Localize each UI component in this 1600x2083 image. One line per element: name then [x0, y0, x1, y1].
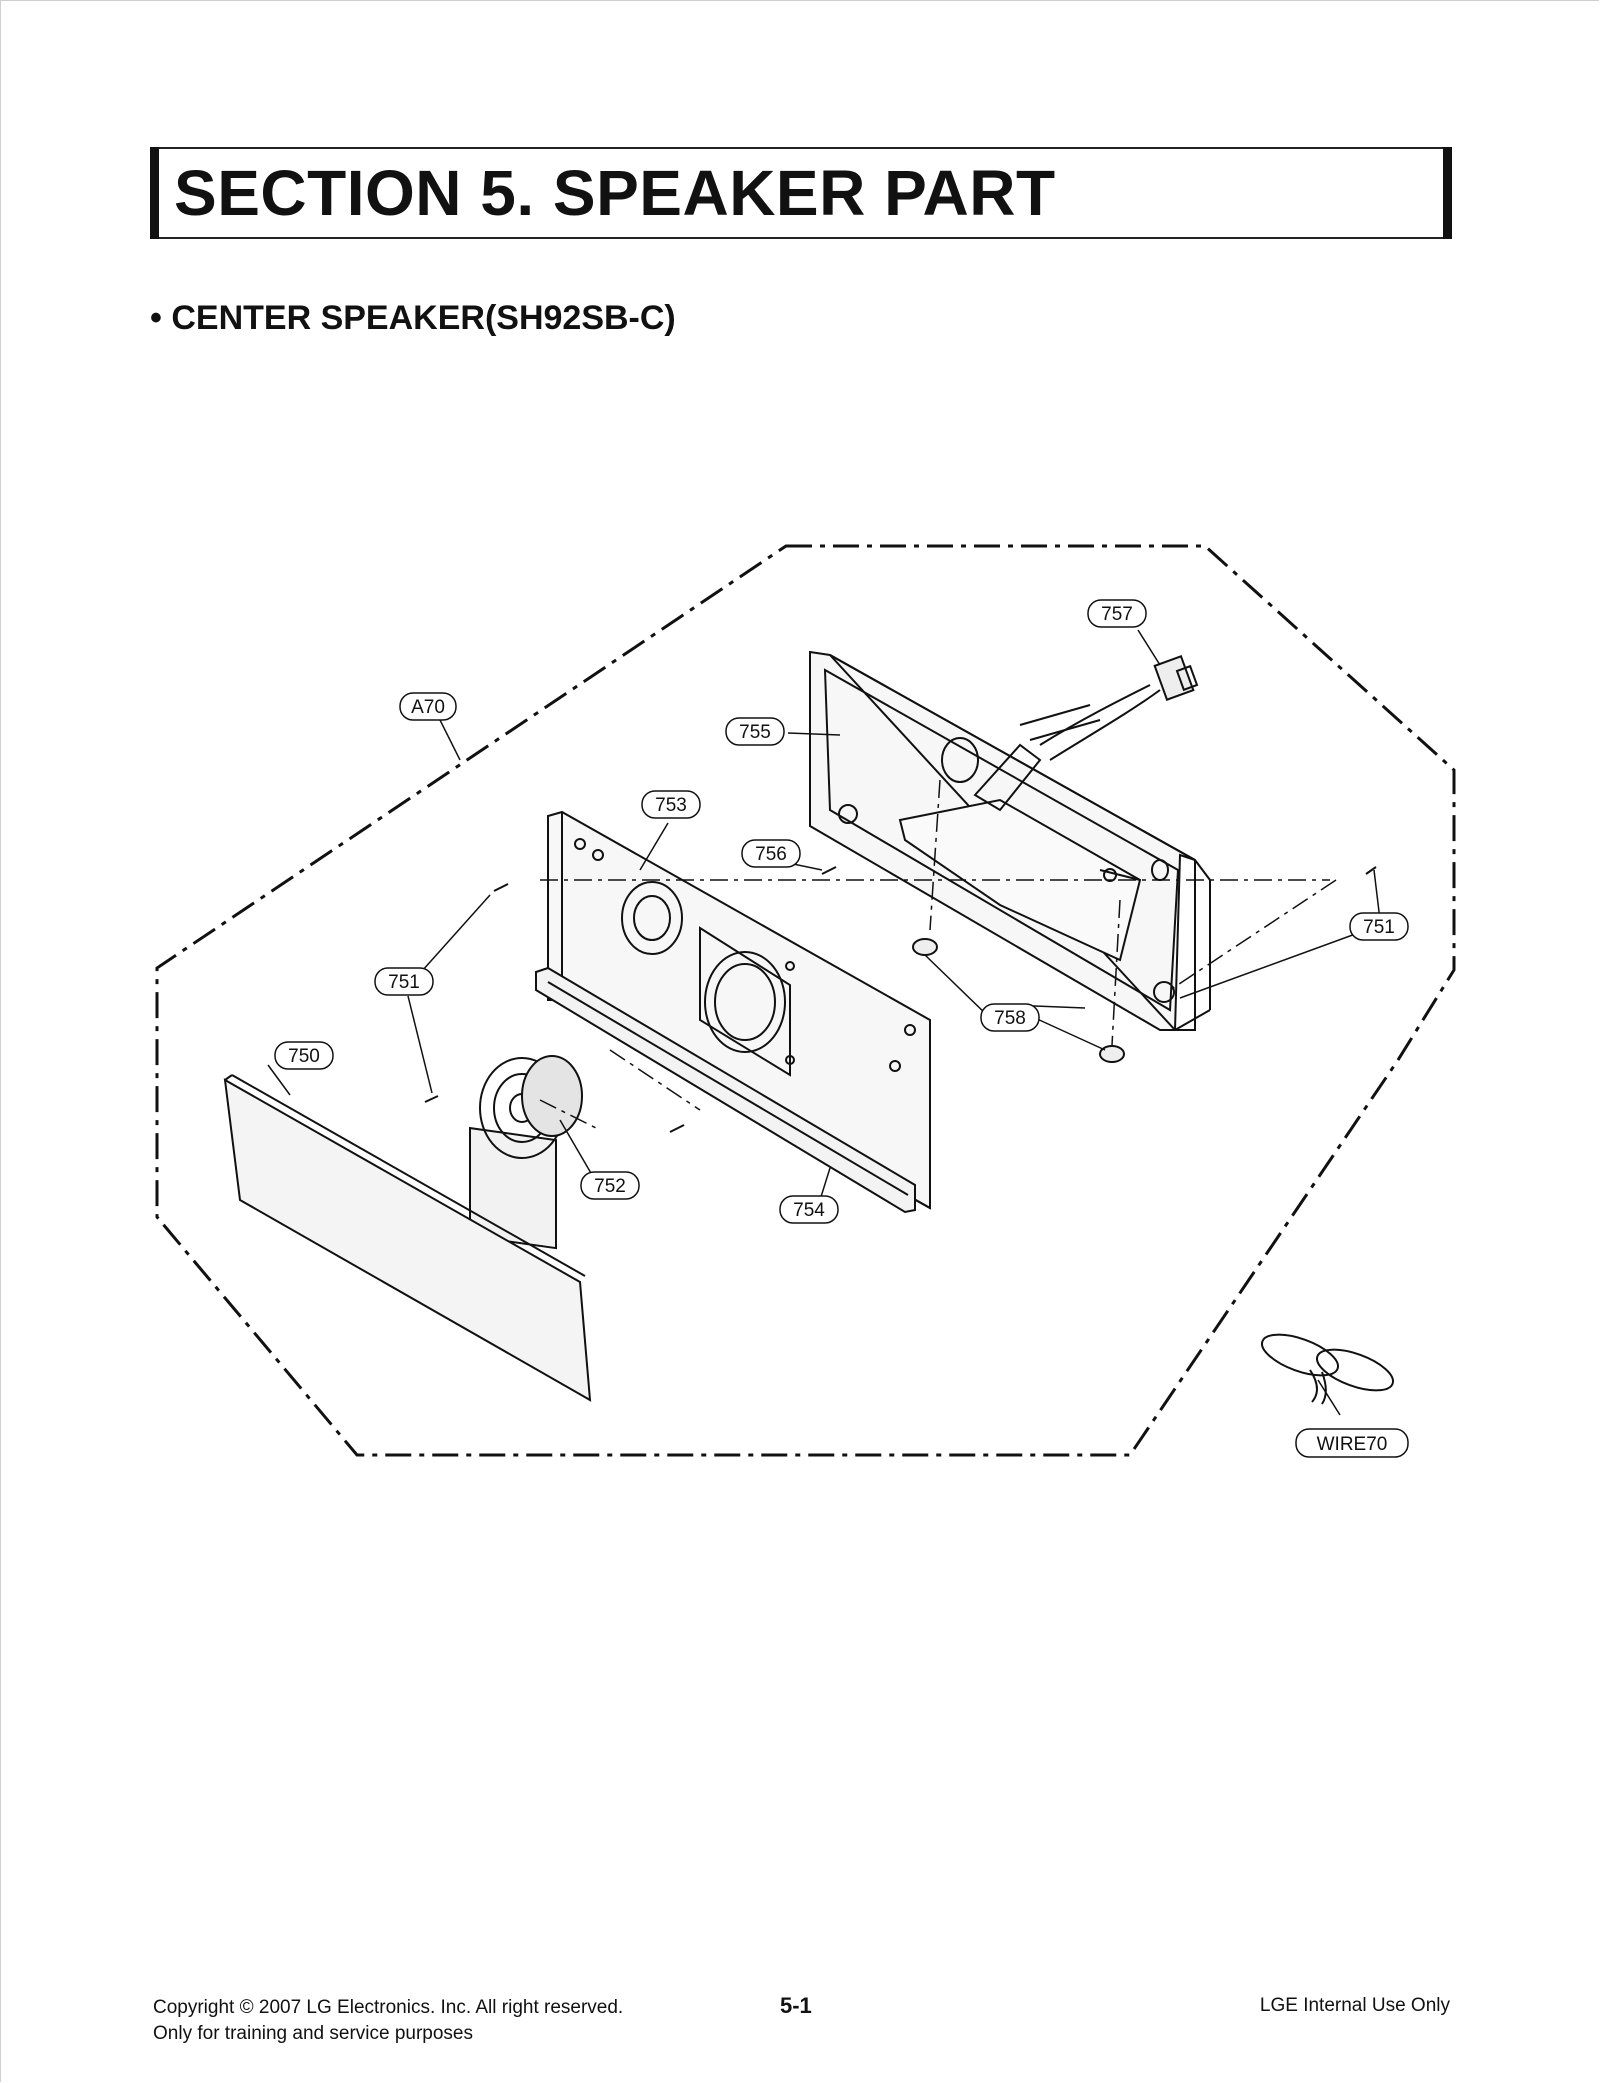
- assembly-boundary: [155, 544, 1456, 1457]
- callout-755: 755: [725, 717, 785, 746]
- callout-758: 758: [980, 1003, 1040, 1032]
- callout-752: 752: [580, 1171, 640, 1200]
- svg-text:A70: A70: [411, 697, 445, 718]
- purpose-text: Only for training and service purposes: [153, 2023, 473, 2044]
- svg-text:757: 757: [1101, 604, 1133, 625]
- svg-text:755: 755: [739, 722, 771, 743]
- callout-756: 756: [741, 839, 801, 868]
- svg-text:752: 752: [594, 1176, 626, 1197]
- speaker-driver: [469, 1055, 583, 1250]
- rear-cabinet: [809, 650, 1211, 1031]
- callout-754: 754: [779, 1195, 839, 1224]
- subsection-title: • CENTER SPEAKER(SH92SB-C): [150, 299, 676, 337]
- front-grille: [223, 1074, 592, 1402]
- svg-text:WIRE70: WIRE70: [1317, 1434, 1388, 1455]
- callout-a70: A70: [399, 692, 457, 721]
- rubber-feet: [912, 938, 1125, 1063]
- internal-use-note: LGE Internal Use Only: [1259, 1995, 1450, 2016]
- section-title: SECTION 5. SPEAKER PART: [174, 157, 1056, 229]
- svg-text:751: 751: [1363, 917, 1395, 938]
- header-bar-right: [1443, 147, 1452, 239]
- svg-text:753: 753: [655, 795, 687, 816]
- footer-copyright: Copyright © 2007 LG Electronics. Inc. Al…: [153, 1995, 623, 2047]
- section-header: SECTION 5. SPEAKER PART: [150, 147, 1452, 239]
- callout-751-left: 751: [374, 967, 434, 996]
- svg-text:754: 754: [793, 1200, 825, 1221]
- bottom-trim: [535, 966, 916, 1214]
- svg-text:751: 751: [388, 972, 420, 993]
- svg-text:758: 758: [994, 1008, 1026, 1029]
- svg-text:756: 756: [755, 844, 787, 865]
- callout-750: 750: [274, 1041, 334, 1070]
- front-baffle: [547, 810, 931, 1210]
- terminal-connector: [1039, 655, 1199, 761]
- callout-wire70: WIRE70: [1295, 1428, 1409, 1458]
- wire-coil: [1261, 1333, 1394, 1405]
- copyright-text: Copyright © 2007 LG Electronics. Inc. Al…: [153, 1997, 624, 2018]
- callout-753: 753: [641, 790, 701, 819]
- callout-751-right: 751: [1349, 912, 1409, 941]
- svg-text:750: 750: [288, 1046, 320, 1067]
- screws: [424, 866, 1377, 1133]
- header-bar-left: [150, 147, 159, 239]
- callout-757: 757: [1087, 599, 1147, 628]
- assembly-guide-lines: [539, 779, 1337, 1131]
- page-number: 5-1: [780, 1993, 812, 2018]
